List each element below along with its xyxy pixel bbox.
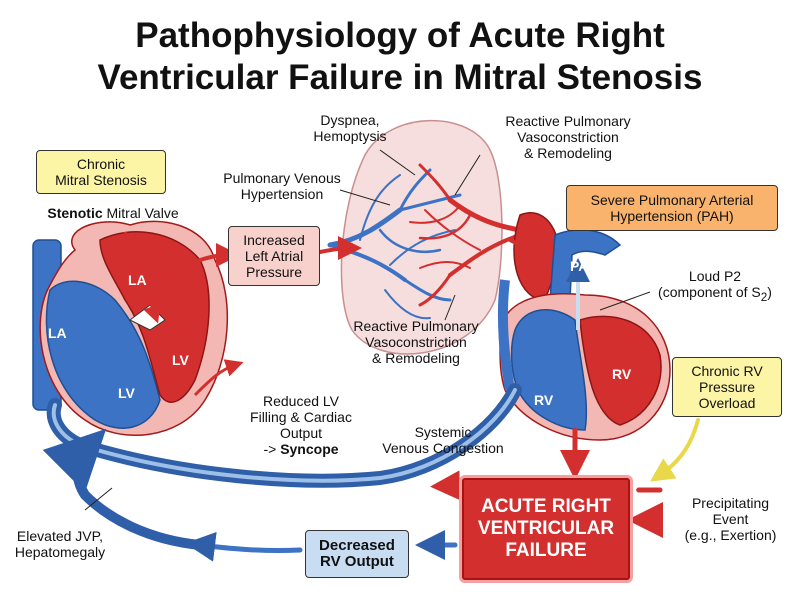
loud-p2-close: ) xyxy=(767,284,772,300)
acute-rv-failure-box: ACUTE RIGHT VENTRICULAR FAILURE xyxy=(462,478,630,580)
increased-la-line-1: Increased xyxy=(243,232,305,248)
page-title-line-1: Pathophysiology of Acute Right xyxy=(135,16,665,55)
chronic-rv-line-2: Pressure xyxy=(698,379,756,395)
severe-pah-line-2: Hypertension (PAH) xyxy=(610,208,734,224)
loud-p2-text: (component of S xyxy=(658,284,761,300)
syncope-text: Syncope xyxy=(280,441,339,457)
stenotic-bold: Stenotic xyxy=(47,205,103,221)
pulmonary-vessel-network xyxy=(327,163,523,320)
reduced-lv-line-3: Output xyxy=(279,425,323,441)
decreased-rv-output-box: Decreased RV Output xyxy=(305,530,409,578)
pvh-line-1: Pulmonary Venous xyxy=(223,170,341,186)
increased-la-pressure-box: Increased Left Atrial Pressure xyxy=(228,226,320,286)
arvf-line-3: FAILURE xyxy=(505,540,587,561)
chronic-rv-line-1: Chronic RV xyxy=(691,363,763,379)
left-heart-la-red-label: LA xyxy=(128,272,147,288)
chronic-rv-line-3: Overload xyxy=(698,395,756,411)
leader-lines xyxy=(84,149,481,511)
loud-p2-line-2: (component of S2) xyxy=(640,284,790,306)
syncope-line: -> Syncope xyxy=(236,441,366,457)
systemic-line-1: Systemic xyxy=(414,424,472,440)
loud-p2-subscript: 2 xyxy=(760,290,768,304)
dyspnea-line-1: Dyspnea, xyxy=(320,112,380,128)
pulmonary-venous-htn-label: Pulmonary Venous Hypertension xyxy=(212,170,352,202)
syncope-prefix: -> xyxy=(263,441,281,457)
reactive-bottom-line-2: Vasoconstriction xyxy=(365,334,467,350)
reduced-lv-line-1: Reduced LV xyxy=(262,393,339,409)
flow-arrows xyxy=(42,236,700,562)
severe-pah-box: Severe Pulmonary Arterial Hypertension (… xyxy=(566,185,778,231)
right-heart xyxy=(497,212,671,441)
precipitating-line-1: Precipitating xyxy=(691,495,770,511)
arvf-line-2: VENTRICULAR xyxy=(477,518,615,539)
stenotic-valve-label: Stenotic Mitral Valve xyxy=(18,205,208,221)
chronic-ms-line-1: Chronic xyxy=(76,156,126,172)
decreased-rv-line-1: Decreased xyxy=(319,537,395,554)
page-title-line-2: Ventricular Failure in Mitral Stenosis xyxy=(97,58,703,97)
right-heart-rv-red-label: RV xyxy=(612,366,632,382)
reactive-top-line-2: Vasoconstriction xyxy=(517,129,619,145)
loud-p2-label: Loud P2 (component of S2) xyxy=(640,268,790,306)
reactive-top-line-3: & Remodeling xyxy=(524,145,612,161)
arvf-line-1: ACUTE RIGHT xyxy=(481,496,611,517)
left-heart-la-blue-label: LA xyxy=(48,325,67,341)
chronic-mitral-stenosis-box: Chronic Mitral Stenosis xyxy=(36,150,166,194)
reactive-bottom-line-1: Reactive Pulmonary xyxy=(353,318,479,334)
increased-la-line-3: Pressure xyxy=(245,264,303,280)
dyspnea-label: Dyspnea, Hemoptysis xyxy=(300,112,400,144)
left-heart-lv-red-label: LV xyxy=(172,352,189,368)
pvh-line-2: Hypertension xyxy=(240,186,324,202)
chronic-rv-overload-box: Chronic RV Pressure Overload xyxy=(672,357,782,417)
dyspnea-line-2: Hemoptysis xyxy=(313,128,387,144)
reactive-remodeling-bottom-label: Reactive Pulmonary Vasoconstriction & Re… xyxy=(336,318,496,366)
left-heart xyxy=(32,220,244,436)
systemic-venous-congestion-label: Systemic Venous Congestion xyxy=(368,424,518,456)
right-heart-rv-blue-label: RV xyxy=(534,392,554,408)
reactive-top-line-1: Reactive Pulmonary xyxy=(505,113,631,129)
chronic-ms-line-2: Mitral Stenosis xyxy=(55,172,147,188)
elevated-jvp-line-2: Hepatomegaly xyxy=(14,544,106,560)
right-heart-pa-label: PA xyxy=(570,258,589,274)
severe-pah-line-1: Severe Pulmonary Arterial xyxy=(590,192,754,208)
mitral-valve-text: Mitral Valve xyxy=(102,205,179,221)
increased-la-line-2: Left Atrial xyxy=(244,248,304,264)
precipitating-event-label: Precipitating Event (e.g., Exertion) xyxy=(668,495,793,543)
reduced-lv-filling-label: Reduced LV Filling & Cardiac Output -> S… xyxy=(236,393,366,457)
reduced-lv-line-2: Filling & Cardiac xyxy=(250,409,352,425)
systemic-line-2: Venous Congestion xyxy=(382,440,504,456)
elevated-jvp-label: Elevated JVP, Hepatomegaly xyxy=(5,528,115,560)
precipitating-line-3: (e.g., Exertion) xyxy=(684,527,777,543)
precipitating-line-2: Event xyxy=(712,511,749,527)
left-heart-lv-blue-label: LV xyxy=(118,385,135,401)
elevated-jvp-line-1: Elevated JVP, xyxy=(16,528,104,544)
reactive-remodeling-top-label: Reactive Pulmonary Vasoconstriction & Re… xyxy=(478,113,658,161)
decreased-rv-line-2: RV Output xyxy=(320,553,394,570)
loud-p2-line-1: Loud P2 xyxy=(688,268,742,284)
reactive-bottom-line-3: & Remodeling xyxy=(372,350,460,366)
